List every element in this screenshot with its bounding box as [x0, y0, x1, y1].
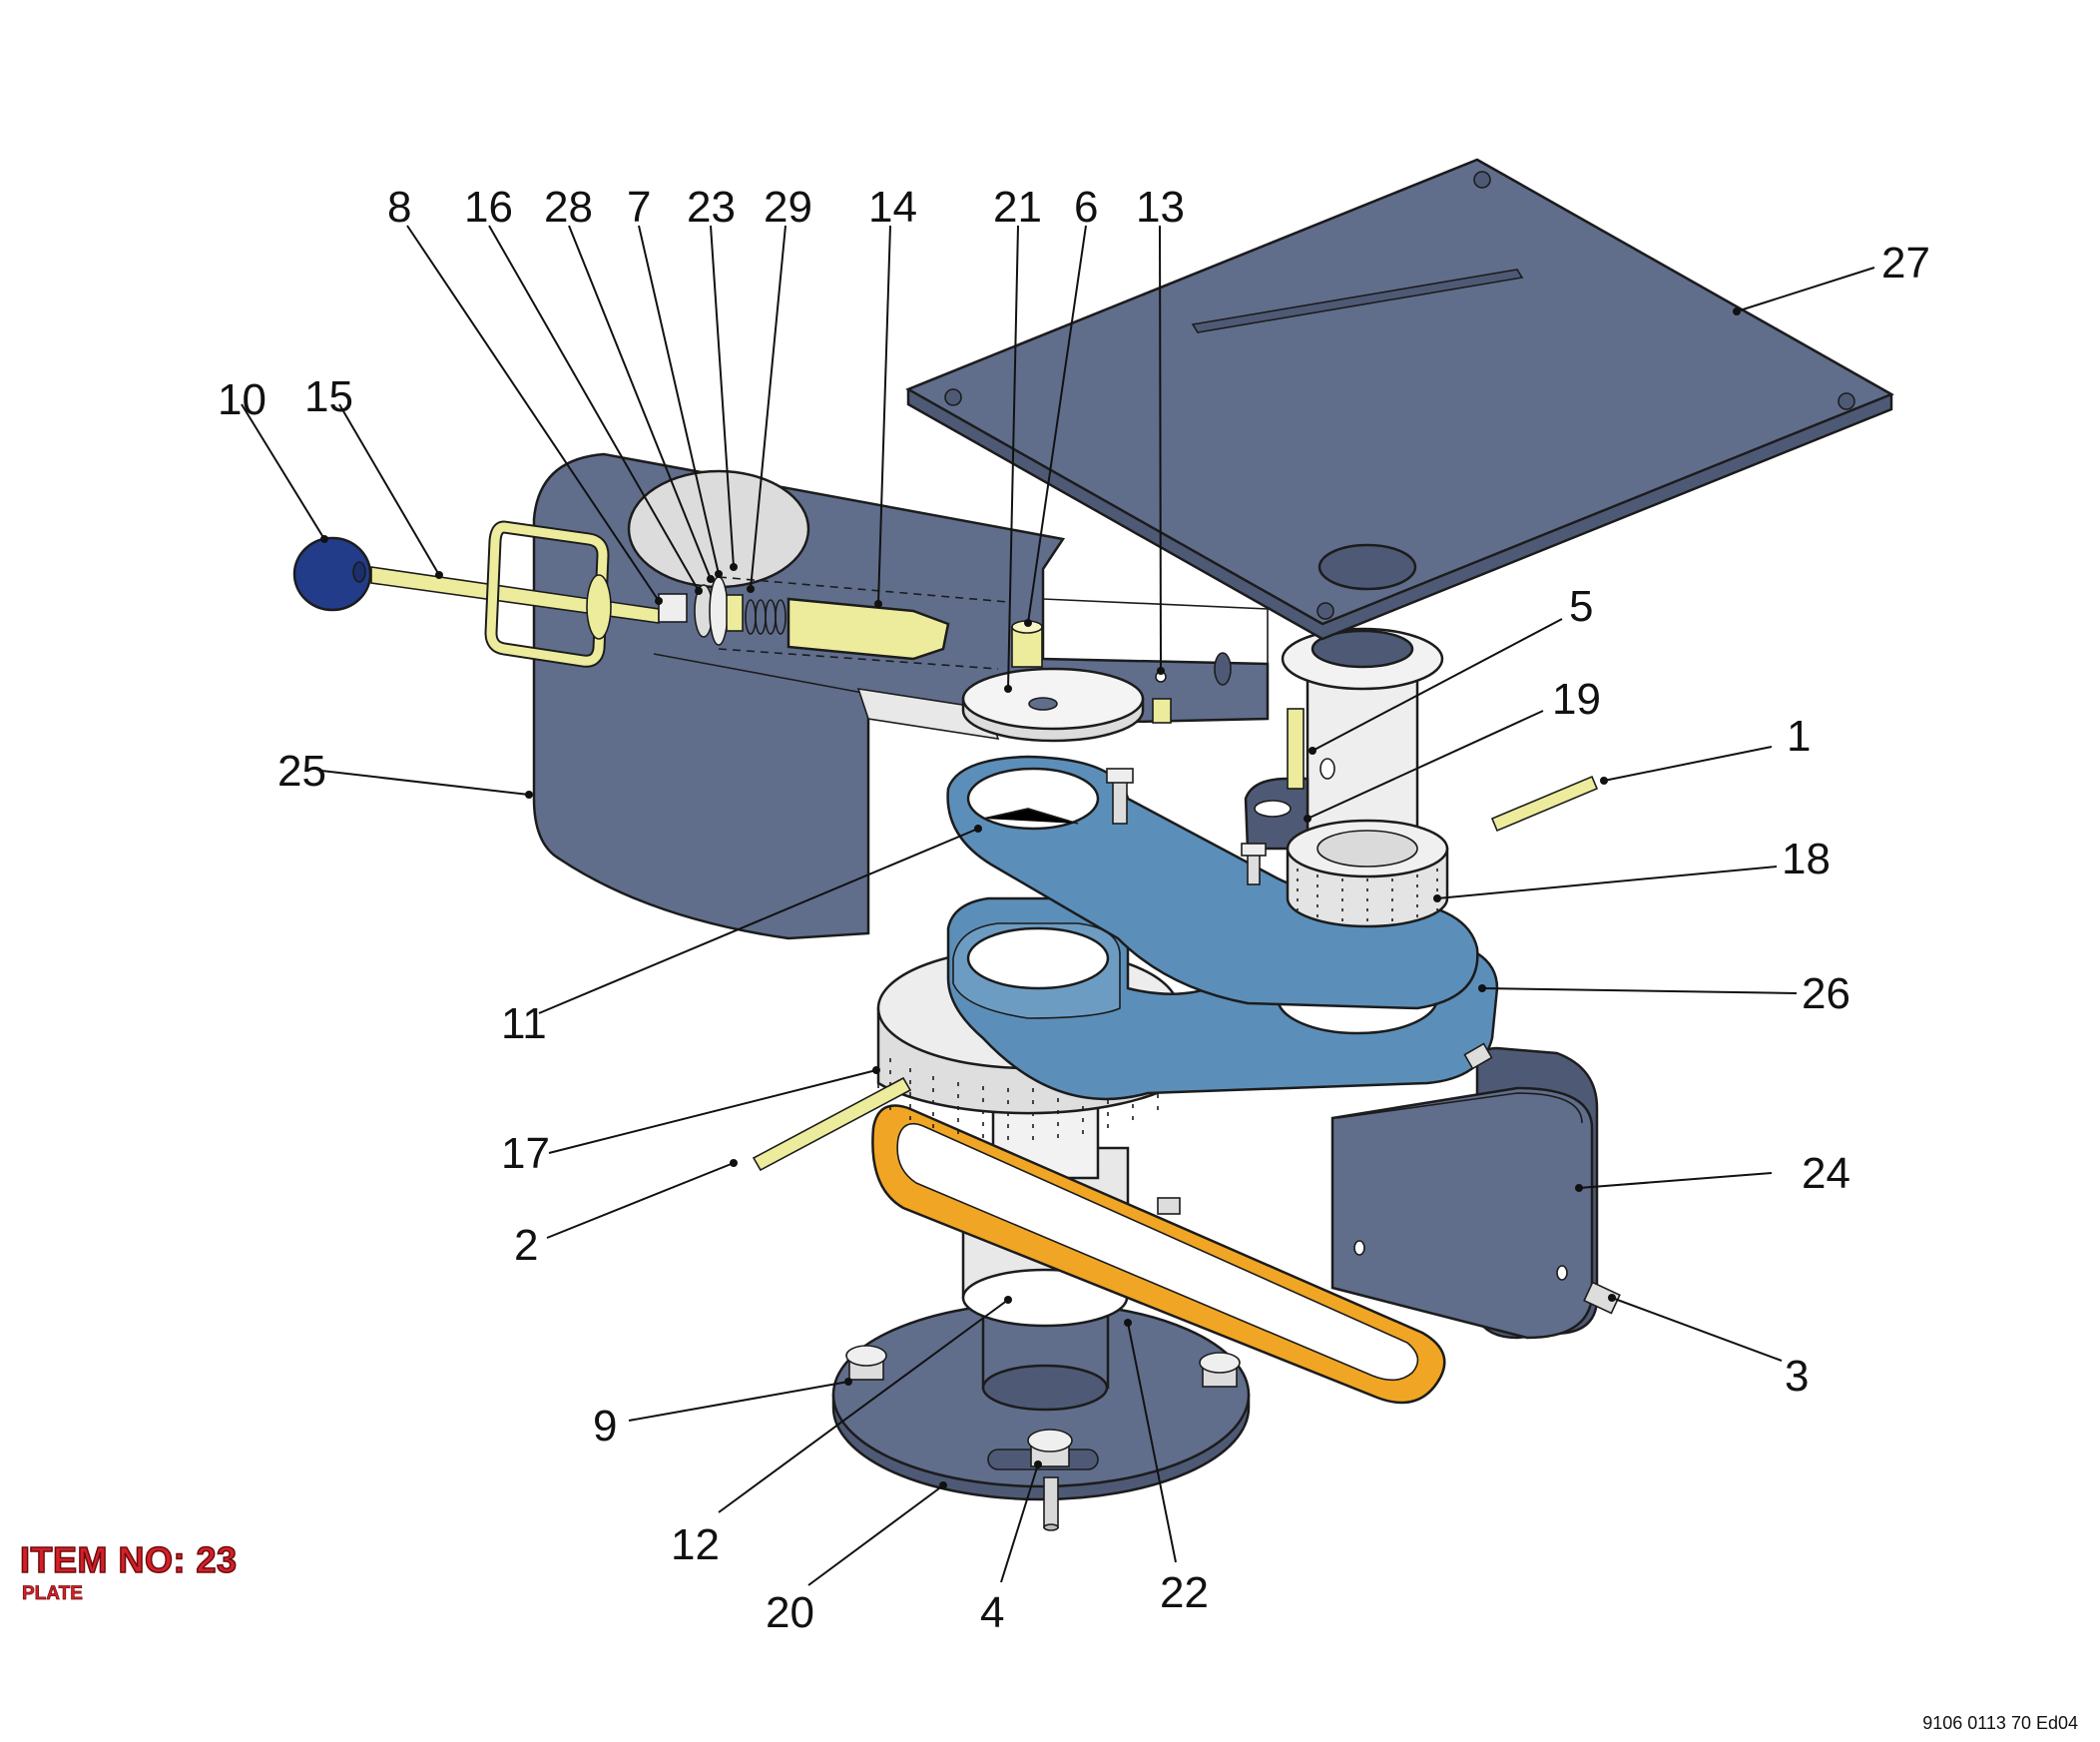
callout-15: 15 [304, 372, 353, 421]
callout-16: 16 [464, 183, 513, 232]
callout-2: 2 [514, 1221, 538, 1270]
callout-26: 26 [1802, 969, 1850, 1018]
callout-29: 29 [764, 183, 812, 232]
spring-and-washers [694, 576, 787, 646]
callout-20: 20 [766, 1588, 814, 1637]
callout-28: 28 [544, 183, 593, 232]
callout-6: 6 [1074, 183, 1098, 232]
callout-22: 22 [1160, 1568, 1209, 1617]
top-plate [905, 158, 1894, 641]
callout-19: 19 [1552, 675, 1601, 724]
item-number-title: ITEM NO: 23 [19, 1539, 238, 1580]
callout-25: 25 [277, 747, 326, 796]
drive-belt [871, 1104, 1446, 1405]
callout-10: 10 [218, 375, 266, 424]
callout-21: 21 [993, 183, 1042, 232]
bushing-6 [1011, 620, 1043, 668]
callout-9: 9 [593, 1402, 617, 1451]
item-description: PLATE [22, 1583, 84, 1604]
callout-8: 8 [387, 183, 411, 232]
callout-7: 7 [627, 183, 651, 232]
small-bolt-3 [1583, 1281, 1621, 1315]
collar-8 [586, 574, 688, 640]
leader-lines [241, 225, 1875, 1586]
callout-14: 14 [868, 183, 917, 232]
pin-5 [1287, 708, 1305, 790]
callout-12: 12 [671, 1520, 720, 1569]
handle-knob [292, 536, 372, 612]
callout-4: 4 [980, 1588, 1004, 1637]
base-bolt-right [1199, 1352, 1241, 1388]
callout-labels: 8 16 28 7 23 29 14 21 6 13 27 10 15 5 19… [218, 183, 1930, 1637]
callout-27: 27 [1881, 239, 1930, 288]
arrowheads [320, 307, 1741, 1489]
pin-2 [752, 1076, 912, 1172]
callout-5: 5 [1569, 582, 1593, 631]
grease-nipple-13 [1152, 671, 1172, 724]
small-bolt-arm [1157, 843, 1493, 1215]
latch-pin-14 [787, 597, 950, 661]
base-bolt-4 [1027, 1429, 1073, 1467]
callout-1: 1 [1787, 712, 1811, 761]
callout-3: 3 [1785, 1352, 1809, 1401]
u-bracket [1330, 1046, 1599, 1340]
base-bolt-9 [845, 1345, 887, 1381]
callout-13: 13 [1136, 183, 1185, 232]
pulley-18 [1286, 819, 1449, 928]
upper-arm [946, 755, 1479, 1010]
document-reference: 9106 0113 70 Ed04 [1922, 1713, 2078, 1733]
clamp-block [1244, 777, 1310, 851]
pin-1 [1490, 775, 1599, 833]
callout-17: 17 [501, 1129, 550, 1178]
callout-24: 24 [1802, 1149, 1850, 1198]
callout-18: 18 [1782, 835, 1831, 883]
u-handle [484, 520, 610, 668]
callout-23: 23 [687, 183, 736, 232]
callout-11: 11 [501, 999, 547, 1048]
washer-21 [961, 667, 1145, 743]
